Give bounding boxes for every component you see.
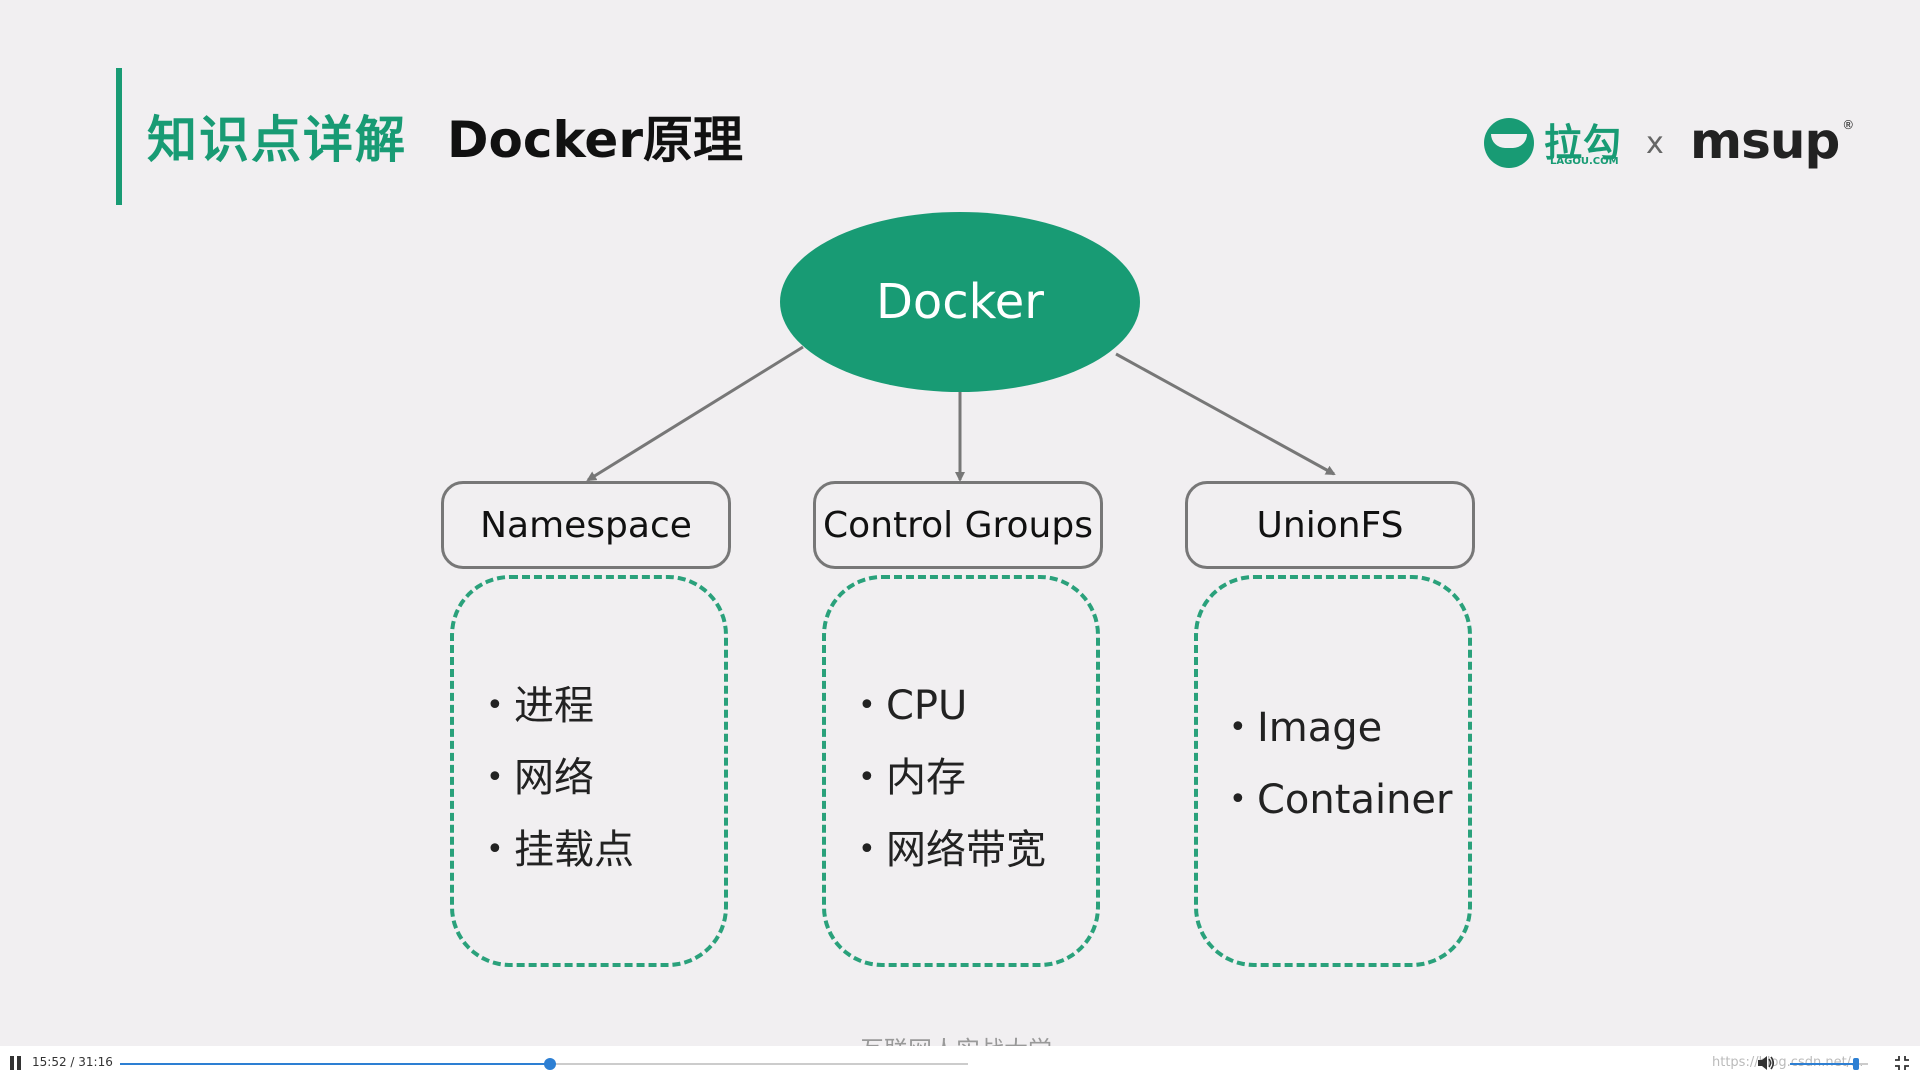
watermark-text: 互联网人实战大学 <box>860 1030 1052 1046</box>
namespace-items: 进程 网络 挂载点 <box>486 670 634 886</box>
control-groups-label: Control Groups <box>823 504 1093 546</box>
list-item: Image <box>1229 692 1452 764</box>
list-item: 网络 <box>486 742 634 814</box>
list-item: 内存 <box>858 742 1046 814</box>
volume-fill <box>1790 1063 1857 1065</box>
registered-mark: ® <box>1842 118 1854 132</box>
lagou-logo-domain: LAGOU.COM <box>1550 156 1619 167</box>
control-groups-detail-box <box>822 575 1100 967</box>
unionfs-box: UnionFS <box>1185 481 1475 569</box>
lagou-logo-text: 拉勾 <box>1544 121 1623 165</box>
control-groups-box: Control Groups <box>813 481 1103 569</box>
slide: 知识点详解 Docker原理 拉勾 LAGOU.COM x msup ® Doc… <box>0 0 1920 1046</box>
unionfs-detail-box <box>1194 575 1472 967</box>
docker-node-label: Docker <box>875 274 1045 330</box>
connector-namespace <box>586 345 804 482</box>
namespace-detail-box <box>450 575 728 967</box>
namespace-box: Namespace <box>441 481 731 569</box>
list-item: 进程 <box>486 670 634 742</box>
msup-logo: msup ® <box>1690 112 1854 170</box>
unionfs-label: UnionFS <box>1256 504 1404 546</box>
list-item: 挂载点 <box>486 814 634 886</box>
lagou-logo-icon <box>1484 118 1534 168</box>
video-player-controls: 15:52 / 31:16 https://blog.csdn.net/... <box>0 1046 1920 1080</box>
pause-icon[interactable] <box>10 1056 22 1070</box>
docker-diagram: Docker Namespace Control Groups UnionFS … <box>0 0 1920 1046</box>
progress-bar[interactable] <box>120 1058 968 1070</box>
progress-fill <box>120 1063 551 1065</box>
msup-logo-text: msup <box>1690 112 1840 170</box>
docker-node: Docker <box>780 212 1140 392</box>
unionfs-items: Image Container <box>1229 692 1452 836</box>
control-groups-items: CPU 内存 网络带宽 <box>858 670 1046 886</box>
url-watermark: https://blog.csdn.net/... <box>1712 1055 1862 1070</box>
list-item: CPU <box>858 670 1046 742</box>
topic-title: Docker原理 <box>447 111 743 169</box>
connector-unionfs <box>1115 352 1336 476</box>
volume-icon[interactable] <box>1756 1053 1776 1073</box>
list-item: Container <box>1229 764 1452 836</box>
progress-handle[interactable] <box>544 1058 557 1070</box>
volume-slider[interactable] <box>1790 1058 1868 1070</box>
lagou-logo: 拉勾 LAGOU.COM <box>1484 116 1624 172</box>
logo-separator: x <box>1646 126 1664 161</box>
section-title: 知识点详解 <box>147 111 407 169</box>
list-item: 网络带宽 <box>858 814 1046 886</box>
title-accent-bar <box>116 68 122 205</box>
namespace-label: Namespace <box>480 504 692 546</box>
time-display: 15:52 / 31:16 <box>32 1055 113 1069</box>
diagram-connectors <box>586 345 1336 482</box>
exit-fullscreen-icon[interactable] <box>1894 1055 1910 1071</box>
volume-handle[interactable] <box>1853 1058 1860 1070</box>
